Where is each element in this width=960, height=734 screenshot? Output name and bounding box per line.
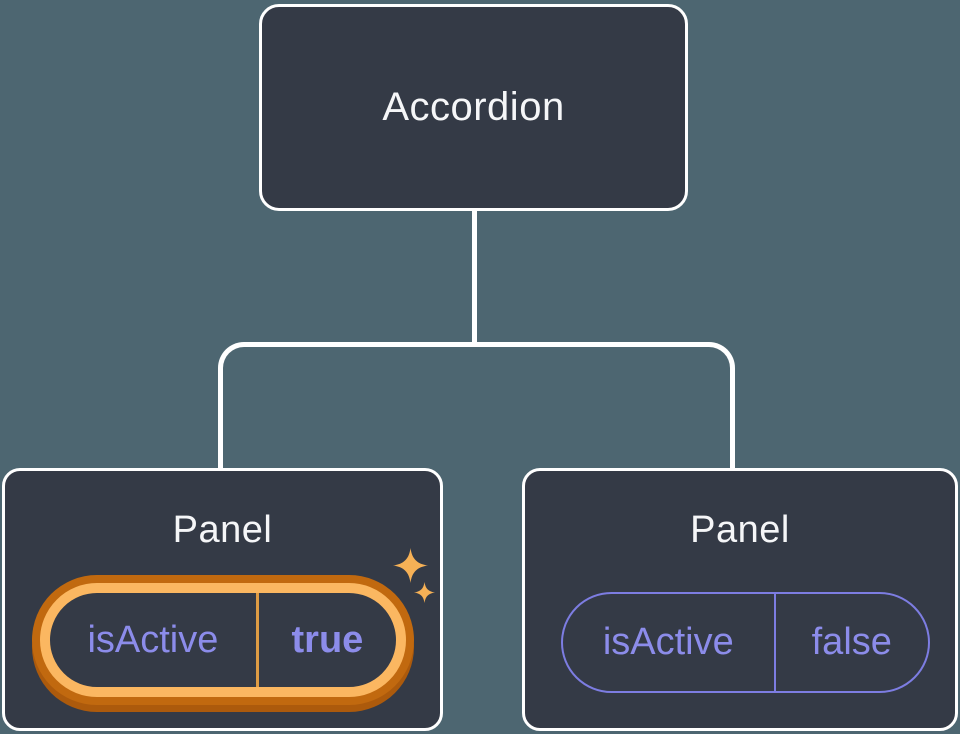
prop-name-label: isActive xyxy=(87,618,219,661)
prop-value-label: false xyxy=(773,594,928,691)
tree-stem-connector xyxy=(472,209,477,345)
accordion-node: Accordion xyxy=(259,4,688,211)
accordion-node-label: Accordion xyxy=(382,85,565,129)
panel-node-active: Panel isActive true xyxy=(2,468,443,731)
prop-value-label: true xyxy=(255,593,396,687)
prop-pill-active: isActive true xyxy=(40,583,406,697)
tree-branch-connector xyxy=(218,342,735,471)
panel-node-inactive: Panel isActive false xyxy=(522,468,958,731)
prop-pill-inactive: isActive false xyxy=(561,592,930,693)
panel-title: Panel xyxy=(172,509,273,551)
sparkle-large-icon xyxy=(393,548,428,583)
sparkle-small-icon xyxy=(414,582,435,603)
panel-title: Panel xyxy=(690,509,790,551)
prop-name-label: isActive xyxy=(602,621,734,663)
